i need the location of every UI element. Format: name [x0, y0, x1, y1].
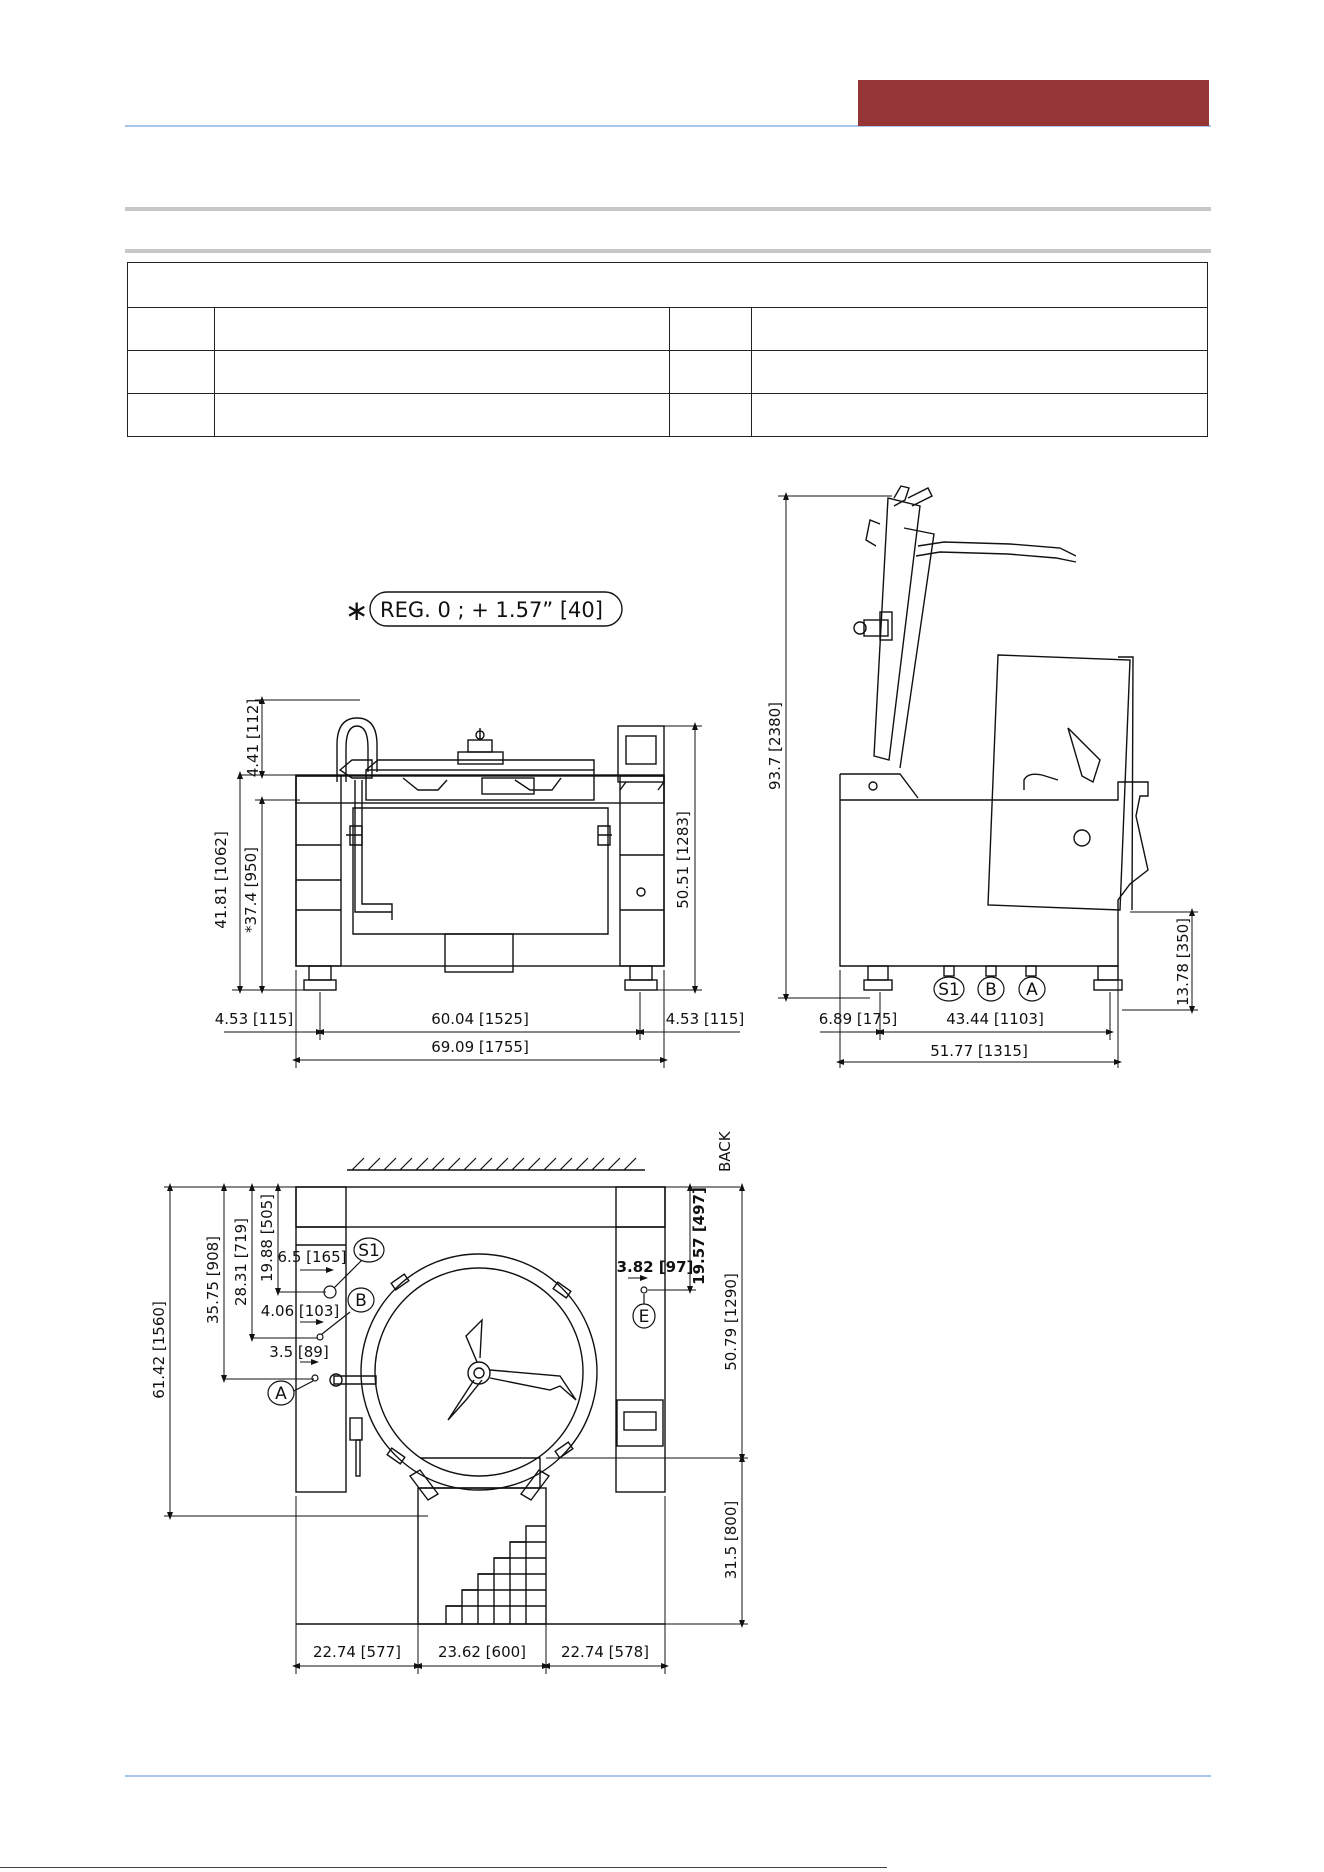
connection-label: S1: [938, 980, 960, 1000]
connection-label: B: [355, 1291, 367, 1311]
front-dimensions: [224, 696, 740, 1068]
section-divider-bottom: [125, 249, 1211, 253]
dim-label: 19.57 [497]: [690, 1187, 708, 1285]
dim-label: 22.74 [577]: [313, 1643, 401, 1661]
dim-label: 50.79 [1290]: [722, 1273, 740, 1371]
dim-label: 61.42 [1560]: [150, 1301, 168, 1399]
connection-b-callout: [347, 1287, 375, 1313]
dim-label: 6.89 [175]: [819, 1010, 898, 1028]
wall-hatch: [351, 1157, 637, 1171]
header-accent-tab: [858, 80, 1209, 126]
section-divider-top: [125, 207, 1211, 211]
dim-label: 4.53 [115]: [215, 1010, 294, 1028]
dim-label: 4.53 [115]: [666, 1010, 745, 1028]
spec-table-title-row: [127, 262, 1208, 308]
spec-cell: [669, 350, 752, 394]
connection-label: S1: [358, 1241, 380, 1261]
connection-label: A: [275, 1384, 287, 1404]
regulation-note-frame: [369, 591, 623, 627]
dim-label: 3.82 [97]: [617, 1258, 694, 1276]
plan-dimension-labels: BACK 61.42 [1560] 35.75 [908] 28.31 [719…: [150, 1130, 740, 1661]
header-rule: [125, 125, 1211, 127]
connection-s1-callout: [933, 976, 965, 1002]
back-label: BACK: [716, 1130, 734, 1172]
side-dimensions: [778, 492, 1198, 1068]
dim-label: 50.51 [1283]: [674, 811, 692, 909]
spec-cell: [127, 393, 215, 437]
dim-label: 93.7 [2380]: [766, 702, 784, 790]
spec-cell: [751, 307, 1208, 351]
side-view: [839, 485, 1149, 991]
front-left-column: [295, 775, 342, 967]
spec-table-row: [127, 350, 1208, 394]
plan-connections: [267, 1237, 656, 1406]
dim-label: 22.74 [578]: [561, 1643, 649, 1661]
dim-label: 13.78 [350]: [1174, 918, 1192, 1006]
side-connections: [933, 976, 1046, 1002]
regulation-asterisk: ∗: [345, 594, 368, 627]
connection-a-callout: [1018, 976, 1046, 1002]
connection-label: B: [985, 980, 997, 1000]
dim-label: 3.5 [89]: [269, 1343, 328, 1361]
connection-e-callout: [632, 1303, 656, 1329]
dim-label: 23.62 [600]: [438, 1643, 526, 1661]
spec-table-row: [127, 393, 1208, 437]
dim-label: 35.75 [908]: [204, 1236, 222, 1324]
connection-a-callout: [267, 1380, 295, 1406]
dim-label: 28.31 [719]: [232, 1218, 250, 1306]
dim-label: 4.06 [103]: [261, 1302, 340, 1320]
dim-label: 60.04 [1525]: [431, 1010, 529, 1028]
spec-cell: [127, 307, 215, 351]
spec-table: [127, 262, 1208, 437]
front-dimension-labels: 4.41 [112] 41.81 [1062] *37.4 [950] 50.5…: [212, 699, 744, 1056]
front-right-column: [619, 775, 665, 967]
dim-label: 41.81 [1062]: [212, 831, 230, 929]
spec-table-title: [127, 262, 1208, 308]
front-body: [295, 775, 665, 967]
dim-label: 43.44 [1103]: [946, 1010, 1044, 1028]
dim-label: 6.5 [165]: [278, 1248, 347, 1266]
dim-label: 69.09 [1755]: [431, 1038, 529, 1056]
dim-label: 4.41 [112]: [244, 699, 262, 778]
connection-s1-callout: [353, 1237, 385, 1263]
connection-b-callout: [977, 976, 1005, 1002]
connection-label: A: [1026, 980, 1038, 1000]
spec-cell: [214, 393, 670, 437]
plan-dimensions: [164, 1183, 748, 1674]
front-view: ∗ REG. 0 ; + 1.57” [40]: [295, 591, 665, 991]
regulation-note: REG. 0 ; + 1.57” [40]: [380, 598, 603, 622]
connection-label: E: [639, 1307, 650, 1327]
dim-label: 19.88 [505]: [258, 1194, 276, 1282]
dim-label: 51.77 [1315]: [930, 1042, 1028, 1060]
page-edge-line: [0, 1867, 887, 1868]
side-dimension-labels: 93.7 [2380] 13.78 [350] 6.89 [175] 43.44…: [766, 702, 1192, 1060]
dim-label: *37.4 [950]: [242, 847, 260, 933]
footer-rule: [125, 1775, 1211, 1777]
spec-cell: [751, 393, 1208, 437]
plan-view: [295, 1157, 666, 1625]
dim-label: 31.5 [800]: [722, 1501, 740, 1580]
